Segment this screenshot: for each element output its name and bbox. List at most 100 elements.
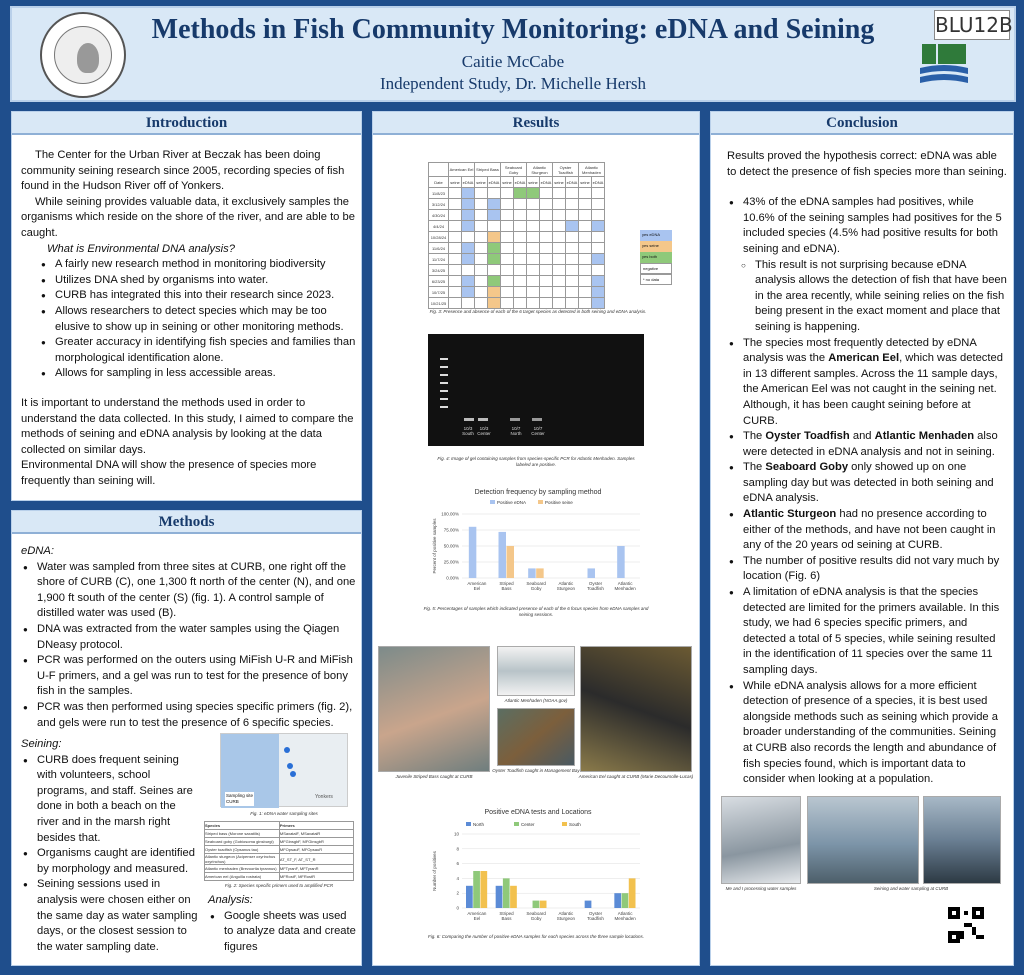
table-cell [513,264,527,276]
map-legend-item: Sampling site [226,793,254,798]
table-cell [513,297,527,309]
list-item: A fairly new research method in monitori… [39,257,357,273]
figure-caption: Fig. 6: Comparing the number of positive… [428,934,644,939]
gel-label: 10/3 [463,426,473,431]
table-cell [539,242,553,254]
table-cell [526,209,540,221]
gel-label: 10/7 [511,426,521,431]
table-cell [487,231,501,243]
bar [617,546,625,578]
table-cell [565,242,579,254]
table-header: seine [474,176,488,188]
gel-label: Center [531,431,545,436]
table-cell [565,275,579,287]
list-item: PCR was then performed using species spe… [21,700,357,731]
table-header: eDNA [487,176,501,188]
table-cell [448,253,462,265]
list-item: Allows for sampling in less accessible a… [39,366,357,382]
list-subitem: This result is not surprising because eD… [727,258,1007,336]
table-cell [474,187,488,199]
table-header: seine [526,176,540,188]
table-cell [565,198,579,210]
bar [480,871,488,908]
table-cell [526,297,540,309]
table-cell: Oyster toadfish (Opsanus tau) [204,845,280,854]
table-cell: AT_ST_F, AT_ST_R [278,853,355,865]
table-cell: 4/4/24 [428,220,449,232]
table-cell [487,264,501,276]
map-legend-item: CURB [226,799,239,804]
y-axis-label: Percent of positive samples [432,518,437,574]
table-cell [448,187,462,199]
category-label: American [467,911,487,916]
table-cell [474,231,488,243]
table-cell: 3/24/25 [428,264,449,276]
oyster-toadfish-photo [497,708,575,766]
table-cell [448,242,462,254]
table-cell [552,286,566,298]
table-cell [565,264,579,276]
table-cell [552,297,566,309]
table-cell [474,286,488,298]
table-cell [539,253,553,265]
table-cell [513,286,527,298]
gel-label: Center [477,431,491,436]
table-cell [513,231,527,243]
bar [614,893,622,908]
bar [506,546,514,578]
table-cell [591,286,605,298]
bar [498,531,506,578]
sampling-site-map: Sampling site CURB Yonkers [220,733,348,808]
table-cell: Atlantic sturgeon (Acipenser oxyrinchus … [204,853,280,865]
table-cell [487,187,501,199]
photo-caption: American Eel caught at CURB (Marie Decou… [578,774,694,779]
tick-label: 25.00% [444,560,459,565]
table-cell [487,198,501,210]
category-label: Sturgeon [557,916,576,921]
table-cell: 6/23/25 [428,275,449,287]
table-cell [552,264,566,276]
table-cell [578,297,592,309]
table-cell [487,275,501,287]
tick-label: 50.00% [444,544,459,549]
category-label: Eel [474,586,481,591]
bar [528,568,536,578]
tick-label: 0 [456,906,459,911]
photo-caption: Atlantic Menhaden (NOAA.gov) [504,698,568,703]
table-cell [591,231,605,243]
table-cell [448,198,462,210]
chart-title: Positive eDNA tests and Locations [484,809,592,816]
table-cell [578,242,592,254]
table-cell [461,209,475,221]
edna-question: What is Environmental DNA analysis? [47,242,235,255]
table-cell [500,264,514,276]
table-cell: MFOpsauF, MFOpsauR [278,845,355,854]
table-cell [539,297,553,309]
table-cell [591,264,605,276]
table-cell [500,297,514,309]
seining-photo-1 [807,796,919,884]
table-cell [539,286,553,298]
table-header: seine [448,176,462,188]
table-cell: MFGinsgbF, MFGinsgbR [278,837,355,846]
table-cell [461,231,475,243]
table-cell [448,231,462,243]
tick-label: 75.00% [444,528,459,533]
table-cell [565,220,579,232]
tick-label: 4 [456,876,459,881]
table-cell [448,264,462,276]
list-item: Google sheets was used to analyze data a… [208,909,358,956]
table-header: eDNA [461,176,475,188]
table-cell [591,253,605,265]
river-center-logo [920,44,968,83]
legend-swatch [514,822,519,826]
figure-caption: Fig. 3: Presence and absence of each of … [429,309,647,314]
figure-caption: Fig. 2: Species specific primers used to… [224,883,334,888]
table-cell [526,198,540,210]
table-cell [565,187,579,199]
table-header: Date [428,176,449,188]
legend-swatch [466,822,471,826]
table-cell: Atlantic menhaden (Brevoortia tyrannus) [204,864,280,873]
table-cell [578,264,592,276]
